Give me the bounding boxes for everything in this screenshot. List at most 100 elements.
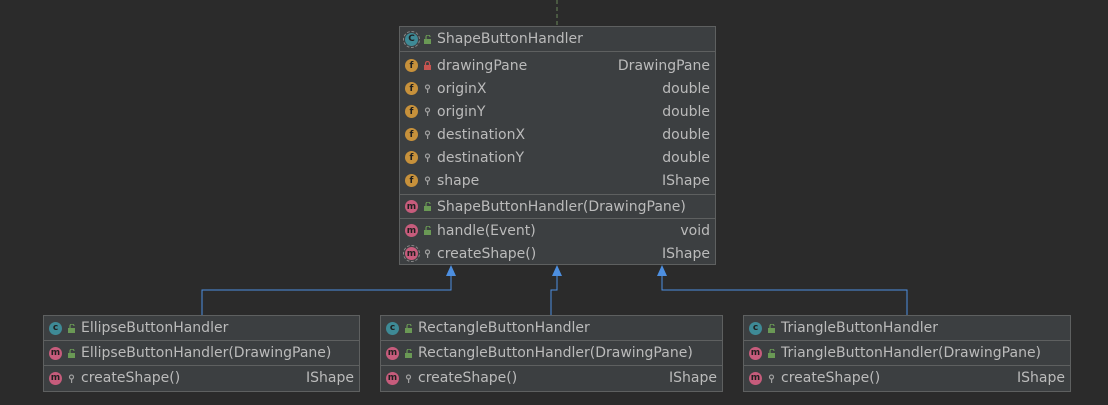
class-name: RectangleButtonHandler [418, 319, 590, 336]
method-row[interactable]: m createShape() IShape [744, 366, 1070, 390]
protected-visibility-icon [422, 249, 432, 259]
class-header: C ShapeButtonHandler [400, 27, 715, 52]
field-name: destinationY [437, 149, 524, 166]
methods-section: m createShape() IShape [744, 366, 1070, 390]
methods-section: m handle(Event) void m createShape() ISh… [400, 219, 715, 265]
public-visibility-icon [66, 323, 76, 333]
field-type: double [662, 126, 710, 143]
inheritance-arrowhead [657, 265, 667, 276]
constructor-row[interactable]: m TriangleButtonHandler(DrawingPane) [744, 341, 1070, 365]
public-visibility-icon [403, 348, 413, 358]
method-icon: m [49, 346, 62, 360]
constructors-section: m TriangleButtonHandler(DrawingPane) [744, 341, 1070, 366]
field-name: destinationX [437, 126, 526, 143]
method-icon: m [405, 224, 418, 237]
method-name: createShape() [418, 370, 518, 386]
field-icon: f [405, 82, 418, 95]
method-name: handle(Event) [437, 222, 536, 239]
inheritance-arrowhead [446, 265, 456, 276]
field-name: originY [437, 103, 486, 120]
constructor-name: TriangleButtonHandler(DrawingPane) [781, 345, 1042, 361]
public-visibility-icon [66, 348, 76, 358]
public-visibility-icon [422, 34, 432, 44]
class-box-ellipse-button-handler[interactable]: c EllipseButtonHandler m EllipseButtonHa… [43, 315, 360, 392]
method-icon: m [386, 346, 399, 360]
method-icon: m [749, 371, 762, 385]
method-return-type: IShape [1017, 370, 1065, 386]
field-row[interactable]: f destinationX double [400, 123, 715, 146]
protected-visibility-icon [422, 153, 432, 163]
constructors-section: m RectangleButtonHandler(DrawingPane) [381, 341, 722, 366]
field-name: originX [437, 80, 487, 97]
method-name: createShape() [81, 370, 181, 386]
methods-section: m createShape() IShape [381, 366, 722, 390]
field-row[interactable]: f destinationY double [400, 146, 715, 169]
public-visibility-icon [422, 226, 432, 236]
class-box-rectangle-button-handler[interactable]: c RectangleButtonHandler m RectangleButt… [380, 315, 723, 392]
public-visibility-icon [403, 323, 413, 333]
field-icon: f [405, 174, 418, 187]
abstract-method-icon: m [403, 245, 420, 262]
field-type: DrawingPane [617, 57, 710, 74]
private-visibility-icon [422, 61, 432, 71]
constructor-row[interactable]: m ShapeButtonHandler(DrawingPane) [400, 195, 715, 218]
class-name: ShapeButtonHandler [437, 30, 583, 47]
method-row[interactable]: m createShape() IShape [381, 366, 722, 390]
edge-rectangle-to-parent [550, 274, 558, 316]
field-icon: f [405, 151, 418, 164]
constructor-row[interactable]: m EllipseButtonHandler(DrawingPane) [44, 341, 359, 365]
constructors-section: m EllipseButtonHandler(DrawingPane) [44, 341, 359, 366]
method-icon: m [49, 371, 62, 385]
field-row[interactable]: f shape IShape [400, 169, 715, 192]
protected-visibility-icon [422, 130, 432, 140]
public-visibility-icon [766, 348, 776, 358]
field-type: double [662, 149, 710, 166]
methods-section: m createShape() IShape [44, 366, 359, 390]
fields-section: f drawingPane DrawingPane f originX doub… [400, 52, 715, 195]
constructor-name: EllipseButtonHandler(DrawingPane) [81, 345, 332, 361]
method-row[interactable]: m handle(Event) void [400, 219, 715, 242]
public-visibility-icon [766, 323, 776, 333]
class-box-triangle-button-handler[interactable]: c TriangleButtonHandler m TriangleButton… [743, 315, 1071, 392]
edge-triangle-to-parent [661, 274, 908, 316]
protected-visibility-icon [422, 107, 432, 117]
method-name: createShape() [781, 370, 881, 386]
protected-visibility-icon [766, 373, 776, 383]
method-name: createShape() [437, 245, 537, 262]
inheritance-arrowhead [552, 265, 562, 276]
class-icon: c [749, 321, 762, 335]
constructor-name: RectangleButtonHandler(DrawingPane) [418, 345, 693, 361]
protected-visibility-icon [422, 176, 432, 186]
field-type: IShape [662, 172, 710, 189]
class-header: c EllipseButtonHandler [44, 316, 359, 341]
method-row[interactable]: m createShape() IShape [44, 366, 359, 390]
field-icon: f [405, 59, 418, 72]
class-name: TriangleButtonHandler [781, 319, 939, 336]
field-row[interactable]: f originX double [400, 77, 715, 100]
constructor-name: ShapeButtonHandler(DrawingPane) [437, 198, 686, 215]
method-return-type: IShape [306, 370, 354, 386]
class-header: c TriangleButtonHandler [744, 316, 1070, 341]
method-icon: m [405, 200, 418, 213]
field-icon: f [405, 128, 418, 141]
field-icon: f [405, 105, 418, 118]
field-type: double [662, 103, 710, 120]
class-icon: c [49, 321, 62, 335]
class-header: c RectangleButtonHandler [381, 316, 722, 341]
constructor-row[interactable]: m RectangleButtonHandler(DrawingPane) [381, 341, 722, 365]
constructors-section: m ShapeButtonHandler(DrawingPane) [400, 195, 715, 219]
method-return-type: IShape [669, 370, 717, 386]
field-row[interactable]: f originY double [400, 100, 715, 123]
public-visibility-icon [422, 202, 432, 212]
edge-ellipse-to-parent [201, 274, 452, 316]
class-name: EllipseButtonHandler [81, 319, 229, 336]
class-box-shape-button-handler[interactable]: C ShapeButtonHandler f drawingPane Drawi… [399, 26, 716, 265]
field-row[interactable]: f drawingPane DrawingPane [400, 54, 715, 77]
class-icon: c [386, 321, 399, 335]
method-row[interactable]: m createShape() IShape [400, 242, 715, 265]
abstract-class-icon: C [403, 30, 420, 48]
protected-visibility-icon [403, 373, 413, 383]
field-name: shape [437, 172, 480, 189]
field-name: drawingPane [437, 57, 528, 74]
